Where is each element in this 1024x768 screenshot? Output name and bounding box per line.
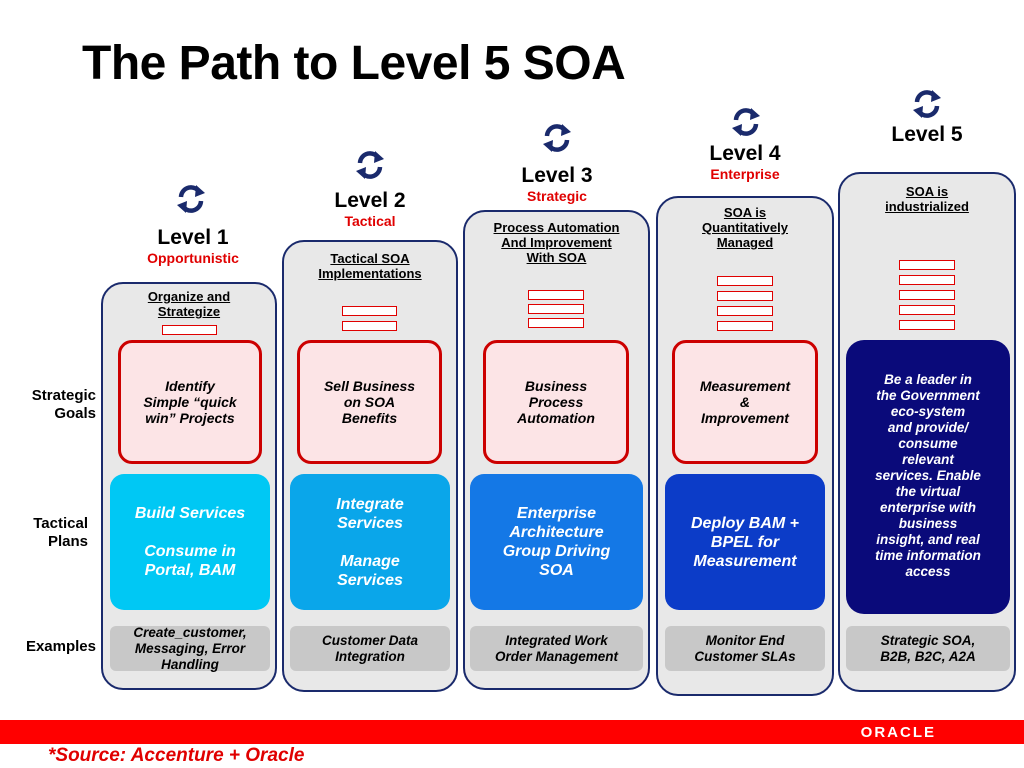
source-note: *Source: Accenture + Oracle — [48, 745, 305, 766]
level-5-header: SOA is industrialized — [885, 184, 969, 214]
maturity-bar — [528, 304, 584, 314]
level-4-strategic-goal: Measurement & Improvement — [672, 340, 818, 464]
level-4-title: Level 4 — [709, 142, 781, 165]
level-4-example: Monitor End Customer SLAs — [665, 626, 825, 671]
level-2-example: Customer Data Integration — [290, 626, 450, 671]
oracle-logo: ORACLE — [860, 724, 936, 741]
level-5-example: Strategic SOA, B2B, B2C, A2A — [846, 626, 1010, 671]
maturity-bar — [162, 325, 217, 335]
row-label-strategic-goals: Strategic Goals — [31, 387, 96, 422]
level-4-tactical-plan: Deploy BAM + BPEL for Measurement — [665, 474, 825, 610]
level-3-example: Integrated Work Order Management — [470, 626, 643, 671]
level-3-strategic-goal: Business Process Automation — [483, 340, 629, 464]
level-1-tactical-plan: Build Services Consume in Portal, BAM — [110, 474, 270, 610]
maturity-bar — [717, 306, 773, 316]
cycle-arrows-icon — [732, 108, 760, 136]
level-2-tactical-plan: Integrate Services Manage Services — [290, 474, 450, 610]
row-label-tactical-plans: Tactical Plans — [33, 515, 88, 550]
level-4-header: SOA is Quantitatively Managed — [702, 205, 788, 250]
level-3-title: Level 3 — [521, 164, 593, 187]
level-2-header: Tactical SOA Implementations — [318, 251, 422, 281]
level-5-strategic-goal: Be a leader in the Government eco-system… — [846, 340, 1010, 614]
maturity-bar — [899, 275, 955, 285]
maturity-bar — [528, 290, 584, 300]
footer-bar — [0, 720, 1024, 744]
cycle-arrows-icon — [913, 90, 941, 118]
maturity-bar — [899, 320, 955, 330]
level-1-strategic-goal: Identify Simple “quick win” Projects — [118, 340, 262, 464]
maturity-bar — [899, 260, 955, 270]
maturity-bar — [899, 290, 955, 300]
level-1-title: Level 1 — [157, 226, 229, 249]
level-2-title: Level 2 — [334, 189, 406, 212]
maturity-bar — [899, 305, 955, 315]
maturity-bar — [342, 306, 397, 316]
maturity-bar — [342, 321, 397, 331]
level-1-header: Organize and Strategize — [147, 289, 231, 319]
row-label-examples: Examples — [25, 638, 96, 655]
level-4-subtitle: Enterprise — [710, 166, 780, 182]
level-3-tactical-plan: Enterprise Architecture Group Driving SO… — [470, 474, 643, 610]
level-1-example: Create_customer, Messaging, Error Handli… — [110, 625, 270, 672]
level-1-subtitle: Opportunistic — [147, 250, 239, 266]
maturity-bar — [528, 318, 584, 328]
level-3-subtitle: Strategic — [527, 188, 587, 204]
level-3-header: Process Automation And Improvement With … — [493, 220, 620, 265]
cycle-arrows-icon — [356, 151, 384, 179]
maturity-bar — [717, 276, 773, 286]
cycle-arrows-icon — [543, 124, 571, 152]
level-2-strategic-goal: Sell Business on SOA Benefits — [297, 340, 442, 464]
maturity-bar — [717, 291, 773, 301]
level-2-subtitle: Tactical — [344, 213, 396, 229]
maturity-bar — [717, 321, 773, 331]
page-title: The Path to Level 5 SOA — [82, 37, 626, 90]
cycle-arrows-icon — [177, 185, 205, 213]
level-5-title: Level 5 — [891, 123, 963, 146]
